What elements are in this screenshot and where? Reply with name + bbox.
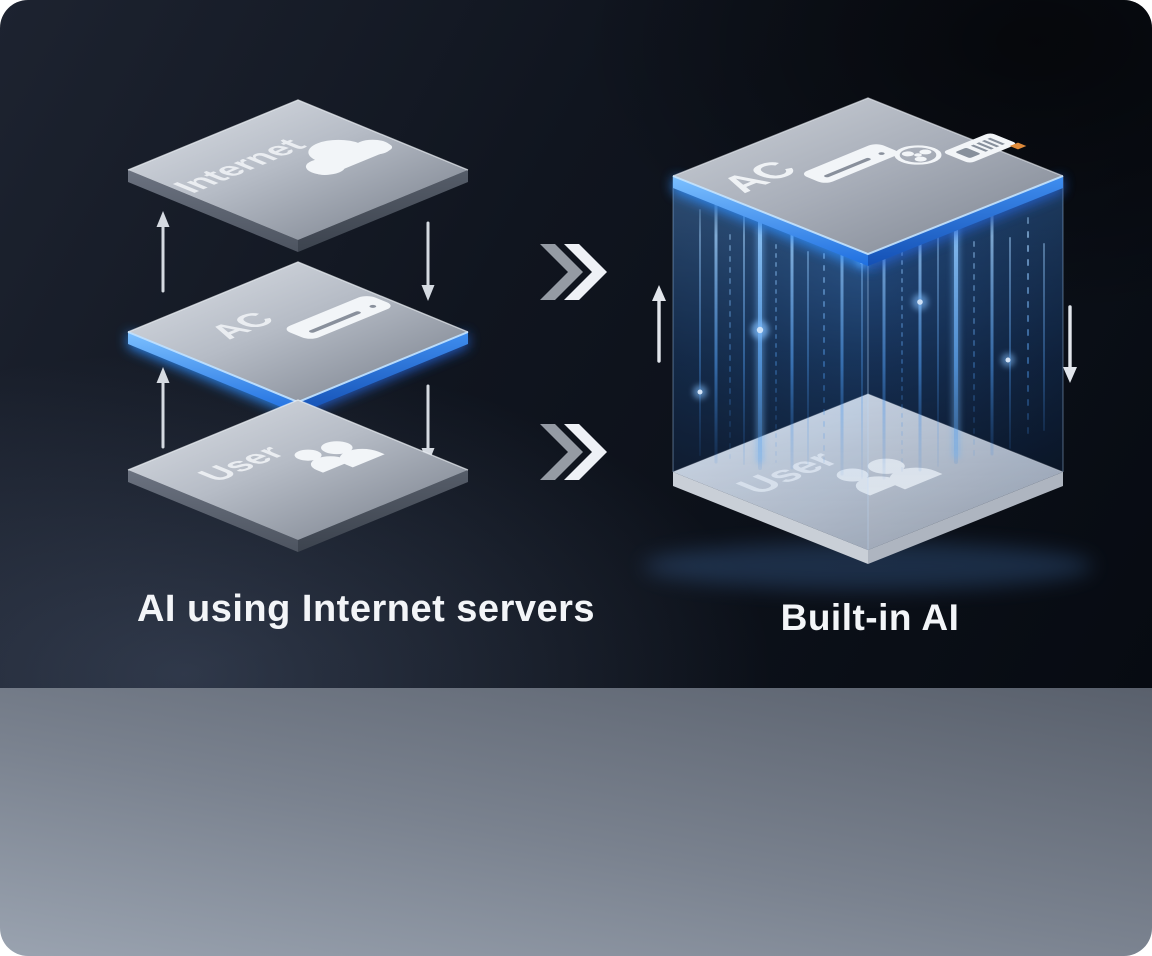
plate-highlight [127,99,469,171]
cube-top-edge-left [673,176,868,266]
arrow-down-icon [1063,305,1077,383]
plate-top [128,100,468,240]
arrow-down-icon [421,221,435,301]
plate-edge-right-glow [298,332,468,414]
stack-layer-user: User [127,399,469,552]
caption-right: Built-in AI [780,597,960,638]
double-chevron-right-icon [540,244,607,300]
plate-edge-left [128,470,298,552]
plate-edge-right [298,170,468,252]
light-footer-background [0,688,1152,956]
cube-shadow [643,542,1093,590]
plate-edge-left-glow [128,332,298,414]
plate-edge-right [298,470,468,552]
led-dot [1009,142,1027,150]
plate-highlight [127,261,469,333]
server-ai-stack: Internet [127,99,469,552]
cube-face-right [868,176,1063,550]
plate-edge-left [128,170,298,252]
arrow-up-icon [652,285,666,363]
cube-face-left [673,176,868,550]
fan-icon [894,145,942,165]
built-in-ai-cube: User [643,97,1093,590]
arrow-up-icon [156,367,170,449]
flow-arrows-cube [652,285,1077,383]
stack-layer-ac: AC [127,261,469,417]
diagram-scene: Internet [127,97,1093,590]
transform-chevrons [540,244,607,480]
flow-arrows-top [156,211,435,301]
cube-top-edge-right [868,176,1063,266]
plate-highlight [127,399,469,471]
arrow-up-icon [156,211,170,293]
smart-module-icon [944,133,1016,163]
stack-layer-internet: Internet [127,99,469,252]
double-chevron-right-icon [540,424,607,480]
plate-top [128,400,468,540]
caption-left: AI using Internet servers [136,588,596,630]
